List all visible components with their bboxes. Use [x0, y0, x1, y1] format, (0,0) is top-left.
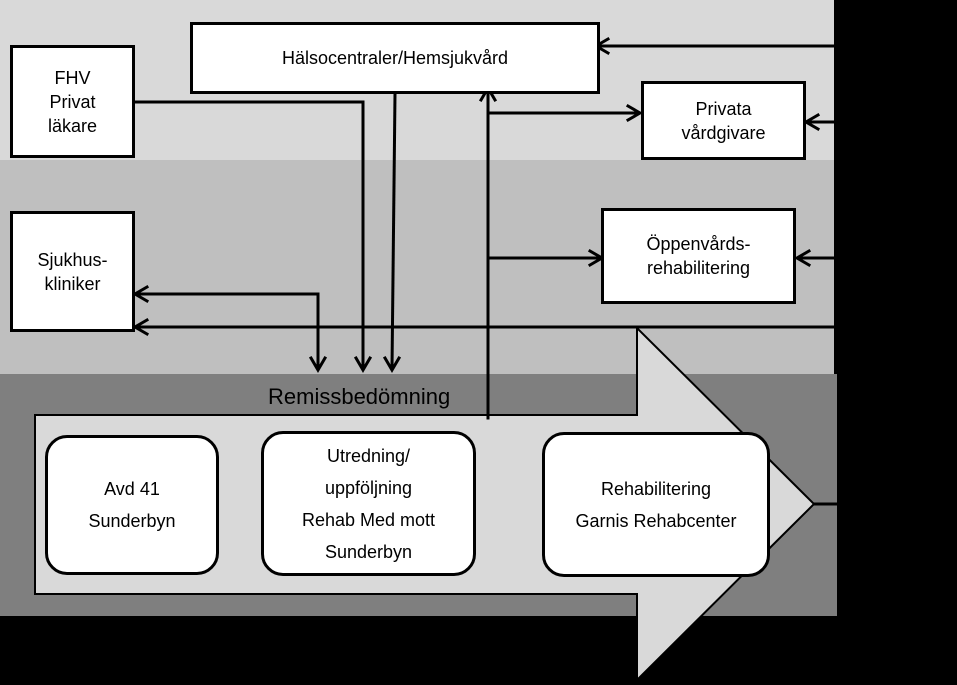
arrowhead [308, 355, 328, 373]
connector-halsocentraler-to-remiss [390, 92, 397, 370]
connector-sjukhus-to-remiss [135, 292, 320, 370]
sjukhuskliniker-box: Sjukhus- kliniker [10, 211, 135, 332]
oppenvardsrehabilitering-box: Öppenvårds- rehabilitering [601, 208, 796, 304]
arrowhead [625, 103, 643, 123]
utredning-uppfoljning-box: Utredning/ uppföljning Rehab Med mott Su… [261, 431, 476, 576]
privata-vardgivare-box: Privata vårdgivare [641, 81, 806, 160]
connector-fhv-to-remiss [132, 100, 365, 370]
remissbedomning-label: Remissbedömning [268, 384, 451, 409]
fhv-privat-lakare-box: FHV Privat läkare [10, 45, 135, 158]
arrowhead [794, 248, 812, 268]
avd41-box: Avd 41 Sunderbyn [45, 435, 219, 575]
arrowhead [382, 355, 402, 373]
arrowhead [132, 284, 150, 304]
rehabilitering-garnis-box: Rehabilitering Garnis Rehabcenter [542, 432, 770, 577]
halsocentraler-box: Hälsocentraler/Hemsjukvård [190, 22, 600, 94]
arrowhead [803, 112, 821, 132]
arrowhead [353, 355, 373, 373]
arrowhead [132, 317, 150, 337]
